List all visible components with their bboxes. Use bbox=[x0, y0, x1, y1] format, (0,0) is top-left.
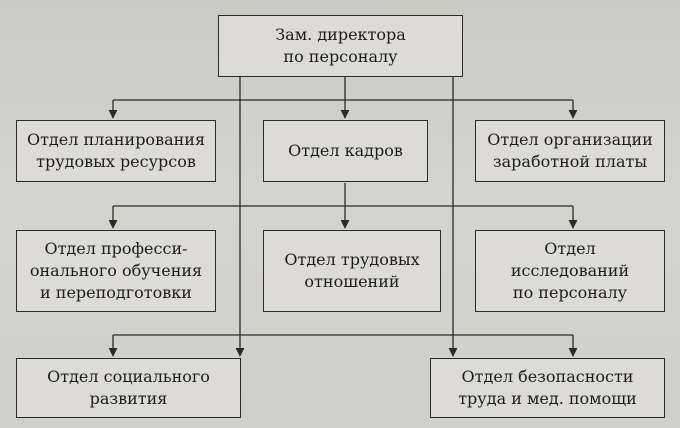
box-professional-training-label: Отдел професси- онального обучения и пер… bbox=[29, 239, 203, 302]
box-workforce-planning: Отдел планирования трудовых ресурсов bbox=[16, 120, 216, 182]
box-safety-medical: Отдел безопасности труда и мед. помощи bbox=[430, 358, 665, 418]
box-social-development-label: Отдел социального развития bbox=[47, 367, 210, 408]
box-payroll-organization: Отдел организации заработной платы bbox=[475, 120, 665, 182]
box-personnel-department-label: Отдел кадров bbox=[288, 141, 403, 160]
box-personnel-department: Отдел кадров bbox=[263, 120, 428, 182]
box-personnel-research-label: Отдел исследований по персоналу bbox=[510, 239, 630, 302]
box-social-development: Отдел социального развития bbox=[16, 358, 241, 418]
box-professional-training: Отдел професси- онального обучения и пер… bbox=[16, 230, 216, 312]
box-payroll-organization-label: Отдел организации заработной платы bbox=[487, 130, 653, 171]
box-personnel-research: Отдел исследований по персоналу bbox=[475, 230, 665, 312]
root-box-deputy-director: Зам. директора по персоналу bbox=[218, 15, 463, 77]
root-label: Зам. директора по персоналу bbox=[275, 25, 406, 66]
box-safety-medical-label: Отдел безопасности труда и мед. помощи bbox=[458, 367, 637, 408]
box-labor-relations-label: Отдел трудовых отношений bbox=[284, 250, 420, 291]
box-labor-relations: Отдел трудовых отношений bbox=[263, 230, 441, 312]
box-workforce-planning-label: Отдел планирования трудовых ресурсов bbox=[26, 130, 206, 171]
